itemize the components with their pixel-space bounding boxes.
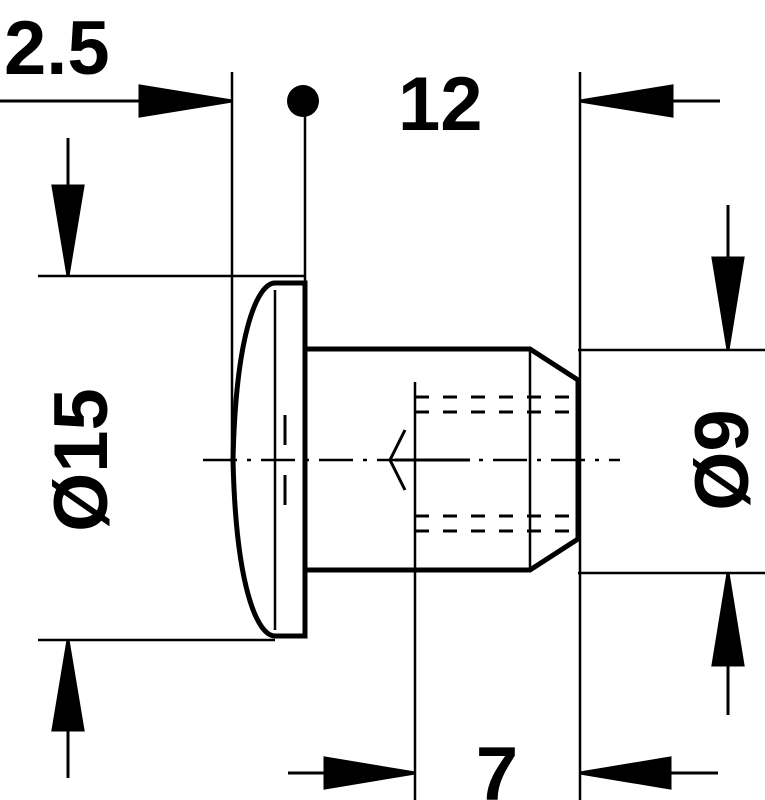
dimension-arrows [0,84,745,790]
dim-label-head-diameter: Ø15 [39,388,124,532]
head-flange-outline [230,280,308,639]
dim-label-head-thickness: 2.5 [4,6,110,91]
reference-dot [287,85,319,117]
dim-label-sleeve-diameter: Ø9 [680,409,765,510]
dim-label-total-length: 12 [398,62,483,147]
dim-label-thread-depth: 7 [476,732,518,800]
extension-lines [38,72,765,800]
hidden-thread-lines [283,395,578,533]
connector-sleeve-part [203,280,620,639]
